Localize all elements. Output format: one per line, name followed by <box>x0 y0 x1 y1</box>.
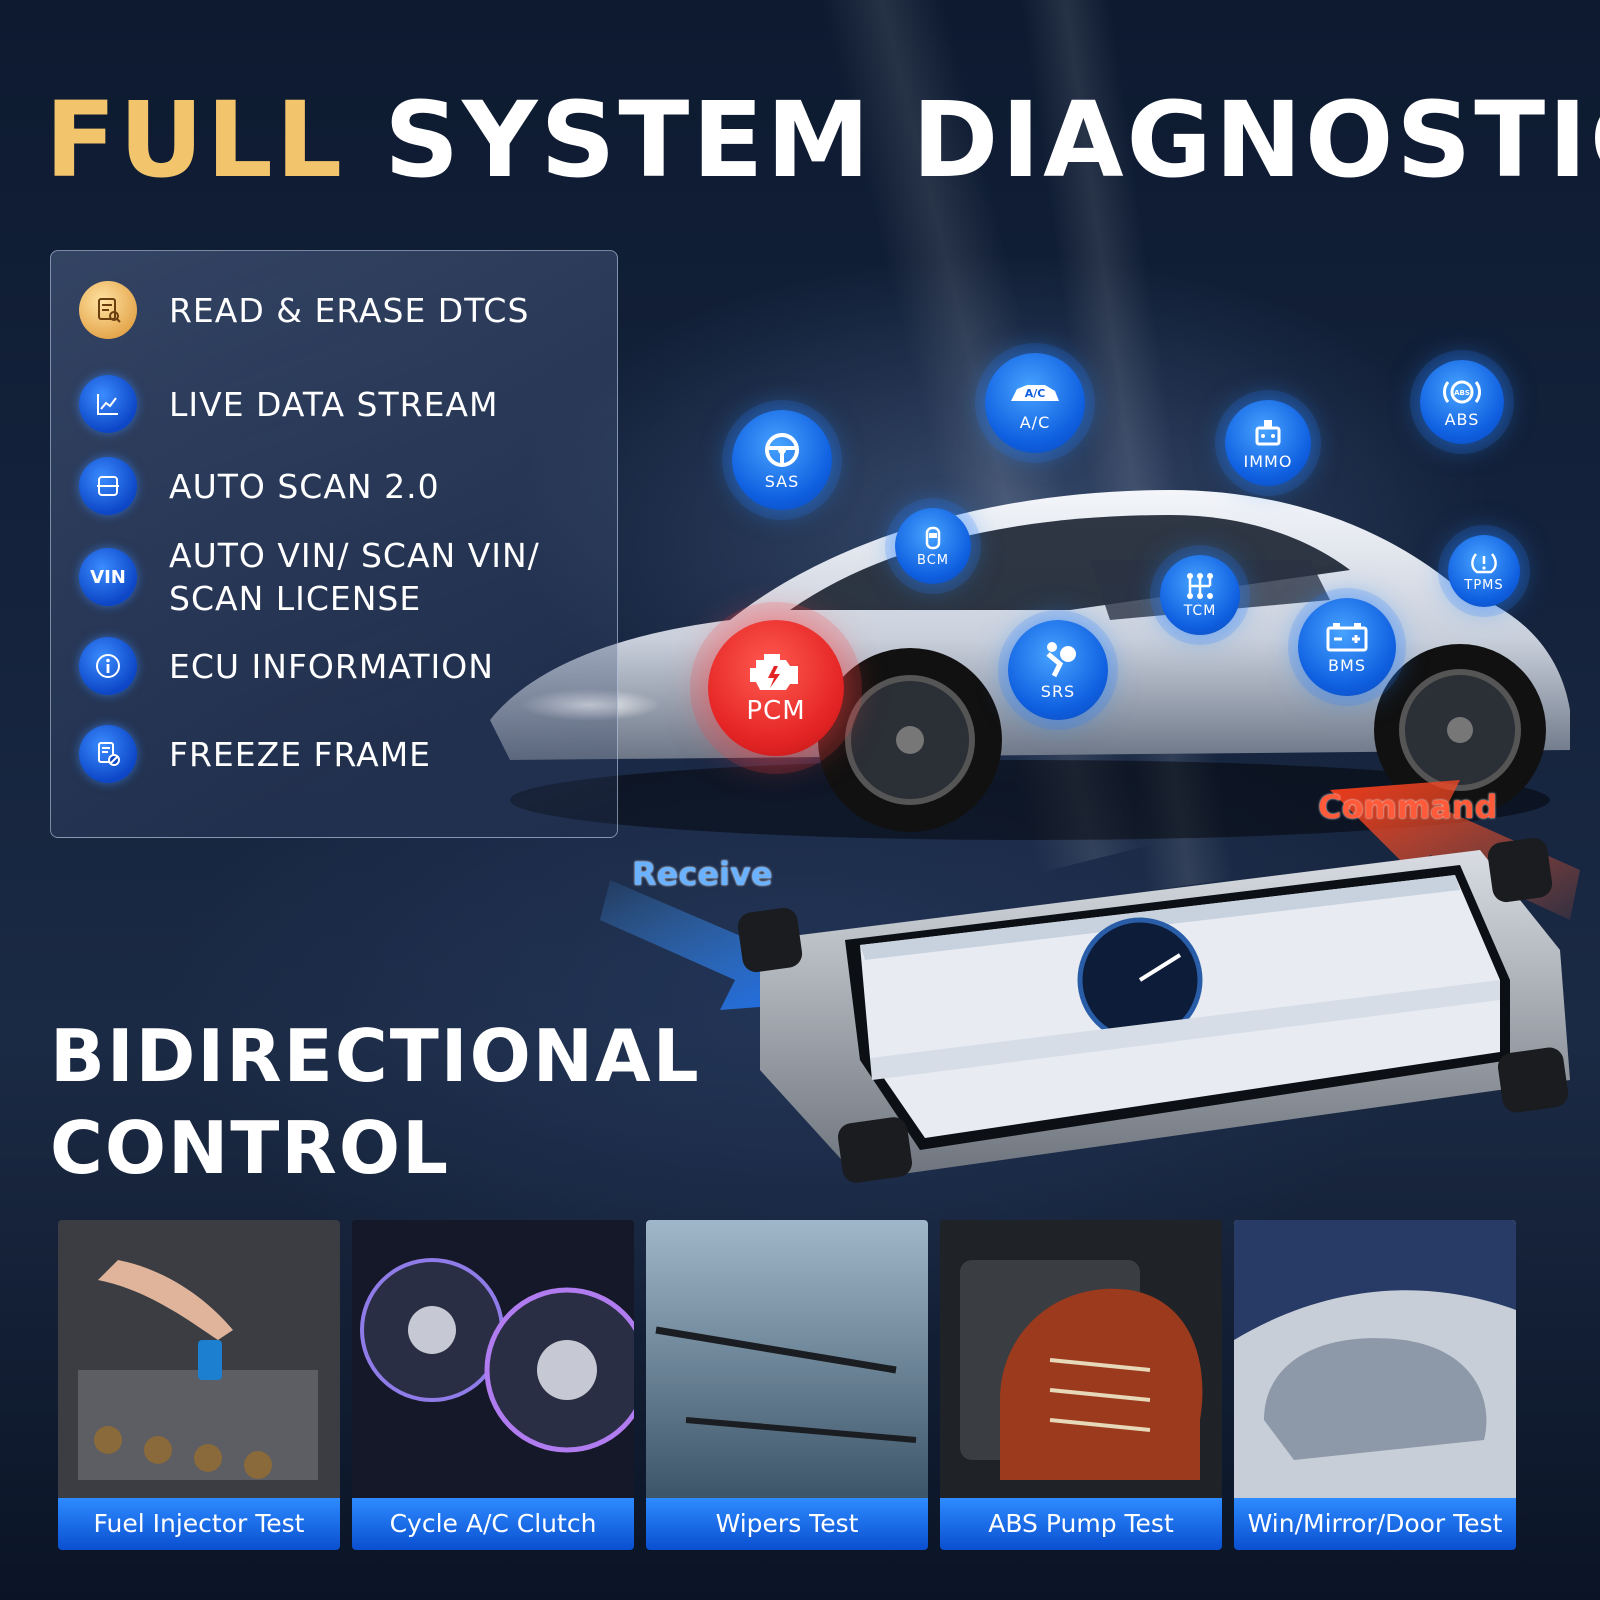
feature-label: LIVE DATA STREAM <box>169 384 499 424</box>
module-label: SAS <box>764 471 800 491</box>
test-tile-ac-clutch: Cycle A/C Clutch <box>352 1220 634 1550</box>
module-label: SRS <box>1040 681 1076 701</box>
module-label: IMMO <box>1243 451 1293 471</box>
feature-item: READ & ERASE DTCS <box>79 281 599 339</box>
feature-item: FREEZE FRAME <box>79 725 599 783</box>
test-tile-fuel-injector: Fuel Injector Test <box>58 1220 340 1550</box>
test-caption: Win/Mirror/Door Test <box>1234 1498 1516 1550</box>
module-label: ABS <box>1444 409 1480 429</box>
feature-label: FREEZE FRAME <box>169 734 432 774</box>
test-caption: Cycle A/C Clutch <box>352 1498 634 1550</box>
headline-white-words: SYSTEM DIAGNOSTIC <box>384 79 1600 201</box>
steering-wheel-icon <box>765 432 799 467</box>
bidirectional-line1: BIDIRECTIONAL <box>50 1014 701 1098</box>
command-label: Command <box>1318 788 1498 826</box>
car-ac-icon: A/C <box>1011 384 1059 401</box>
module-srs: SRS <box>1008 620 1108 720</box>
test-tile-wipers: Wipers Test <box>646 1220 928 1550</box>
module-pcm: PCM <box>708 620 844 756</box>
module-bms: BMS <box>1298 598 1396 696</box>
feature-list-panel: READ & ERASE DTCS LIVE DATA STREAM AUTO … <box>50 250 618 838</box>
engine-icon <box>750 654 798 690</box>
module-tpms: TPMS <box>1448 535 1520 607</box>
dtc-doc-icon <box>79 281 137 339</box>
bidirectional-heading: BIDIRECTIONAL CONTROL <box>50 1010 750 1194</box>
wiper-photo <box>646 1220 928 1498</box>
info-icon <box>79 637 137 695</box>
module-label: BCM <box>917 552 949 568</box>
ac-vent-photo <box>352 1220 634 1498</box>
scan-tablet-image <box>737 837 1570 1183</box>
bidirectional-line2: CONTROL <box>50 1106 450 1190</box>
vin-badge-icon: VIN <box>79 548 137 606</box>
module-label: TPMS <box>1464 577 1504 593</box>
feature-item: VIN AUTO VIN/ SCAN VIN/ SCAN LICENSE <box>79 534 599 620</box>
module-sas: SAS <box>732 410 832 510</box>
feature-item: AUTO SCAN 2.0 <box>79 457 599 515</box>
module-immo: IMMO <box>1225 400 1311 486</box>
immobilizer-icon <box>1255 419 1281 445</box>
receive-label: Receive <box>632 855 773 893</box>
module-label: PCM <box>746 696 806 726</box>
car-body-icon <box>925 526 941 549</box>
side-mirror-photo <box>1234 1220 1516 1498</box>
module-ac: A/C A/C <box>985 353 1085 453</box>
headline-gold-word: FULL <box>45 79 346 201</box>
test-tile-win-mirror-door: Win/Mirror/Door Test <box>1234 1220 1516 1550</box>
scan-frame-icon <box>79 457 137 515</box>
module-abs: ABS ABS <box>1420 360 1504 444</box>
feature-label: ECU INFORMATION <box>169 646 494 686</box>
test-tile-abs-pump: ABS Pump Test <box>940 1220 1222 1550</box>
battery-icon <box>1326 622 1368 651</box>
tire-pressure-icon <box>1471 552 1497 573</box>
feature-label: AUTO VIN/ SCAN VIN/ SCAN LICENSE <box>169 536 540 618</box>
feature-label: READ & ERASE DTCS <box>169 290 530 330</box>
line-chart-icon <box>79 375 137 433</box>
svg-text:ABS: ABS <box>1454 389 1470 397</box>
module-bcm: BCM <box>895 508 971 584</box>
abs-brake-icon: ABS <box>1443 380 1481 403</box>
fuel-injector-photo <box>58 1220 340 1498</box>
freeze-frame-icon <box>79 725 137 783</box>
test-caption: Wipers Test <box>646 1498 928 1550</box>
feature-item: ECU INFORMATION <box>79 637 599 695</box>
test-caption: ABS Pump Test <box>940 1498 1222 1550</box>
gear-shift-icon <box>1187 573 1213 599</box>
feature-label: AUTO SCAN 2.0 <box>169 466 440 506</box>
module-label: BMS <box>1328 655 1366 675</box>
brake-pedal-photo <box>940 1220 1222 1498</box>
airbag-icon <box>1046 641 1076 677</box>
module-label: A/C <box>1019 412 1051 432</box>
test-caption: Fuel Injector Test <box>58 1498 340 1550</box>
headline: FULL SYSTEM DIAGNOSTIC <box>45 79 1600 201</box>
module-tcm: TCM <box>1160 555 1240 635</box>
svg-text:A/C: A/C <box>1025 387 1046 400</box>
feature-item: LIVE DATA STREAM <box>79 375 599 433</box>
module-label: TCM <box>1183 603 1217 619</box>
